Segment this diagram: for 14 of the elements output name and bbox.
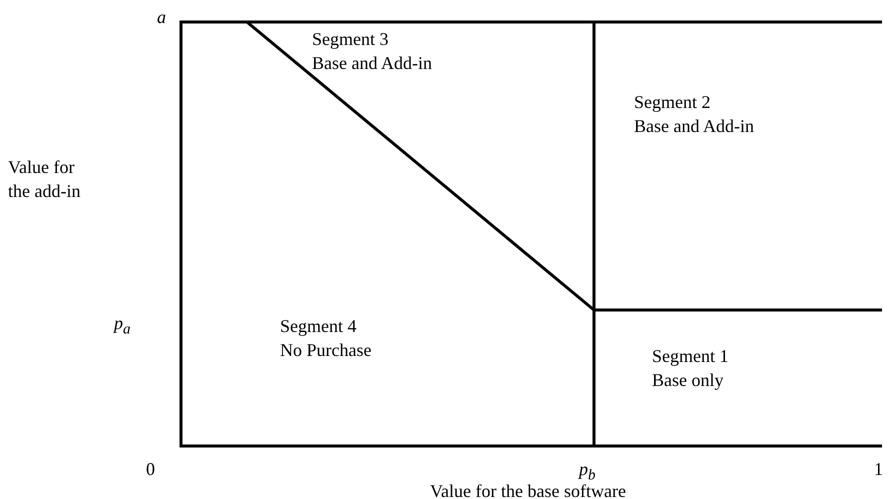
axis-tick-label: 1 [874,458,883,480]
axis-label: the add-in [8,180,80,202]
region-label: Segment 2 [634,91,710,113]
axis-tick-label: a [157,6,166,28]
region-label: No Purchase [280,339,372,361]
region-label: Base only [652,369,724,391]
region-label: Base and Add-in [634,115,754,137]
axis-tick-label: 0 [146,458,155,480]
axis-tick-label: p$_{a}$ [114,312,130,340]
region-label: Segment 1 [652,345,728,367]
region-label: Segment 4 [280,315,356,337]
region-label: Base and Add-in [312,52,432,74]
axis-label: Value for [8,156,74,178]
region-label: Segment 3 [312,28,388,50]
